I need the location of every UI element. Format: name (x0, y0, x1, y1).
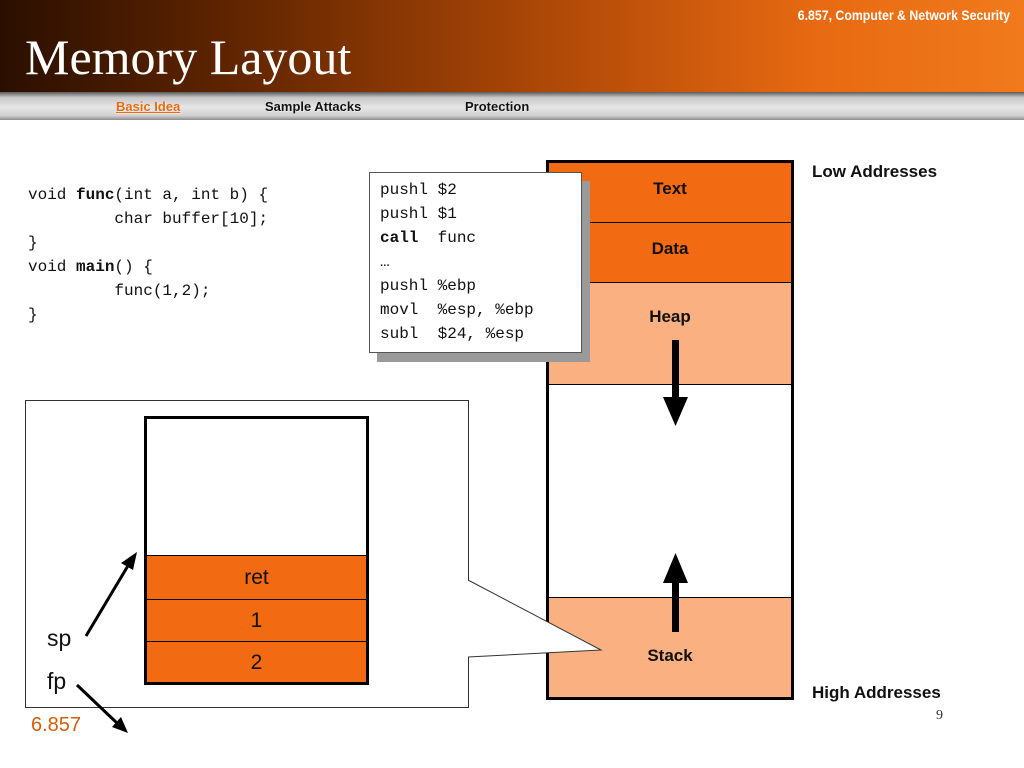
asm-line: subl $24, %esp (380, 325, 525, 343)
course-title: 6.857, Computer & Network Security (797, 7, 1010, 23)
code-line: void main() { (28, 258, 153, 276)
slide-title: Memory Layout (25, 29, 352, 85)
low-addresses-label: Low Addresses (812, 162, 938, 181)
header-bar: 6.857, Computer & Network Security Memor… (0, 0, 1024, 92)
asm-line: pushl $2 (380, 181, 457, 199)
nav-item-sample-attacks[interactable]: Sample Attacks (265, 99, 362, 114)
code-line: } (28, 306, 38, 324)
code-line: } (28, 234, 38, 252)
sp-arrow-icon (84, 552, 137, 637)
code-line: void func(int a, int b) { (28, 186, 269, 204)
nav-item-basic-idea[interactable]: Basic Idea (116, 99, 181, 114)
page-number: 9 (936, 708, 943, 723)
asm-line: movl %esp, %ebp (380, 301, 534, 319)
code-keyword: main (76, 258, 115, 276)
asm-line: call func (380, 229, 477, 247)
stack-cell-ret: ret (147, 555, 366, 599)
nav-item-protection[interactable]: Protection (465, 99, 530, 114)
stack-cell-arg1: 1 (147, 599, 366, 641)
heap-growth-arrow-icon (663, 340, 688, 426)
asm-line: pushl %ebp (380, 277, 477, 295)
asm-keyword: call (380, 229, 419, 247)
callout-pointer (467, 579, 603, 658)
nav-bar: Basic Idea Sample Attacks Protection (0, 92, 1024, 120)
high-addresses-label: High Addresses (812, 683, 941, 702)
code-line: func(1,2); (28, 282, 211, 300)
c-code-block: void func(int a, int b) { char buffer[10… (28, 183, 268, 327)
footer-course-number: 6.857 (31, 714, 82, 736)
fp-label: fp (47, 668, 67, 694)
stack-frame: ret 1 2 (144, 416, 369, 685)
fp-arrow-icon (75, 683, 128, 733)
asm-line: … (380, 253, 390, 271)
asm-line: pushl $1 (380, 205, 457, 223)
code-line: char buffer[10]; (28, 210, 269, 228)
stack-growth-arrow-icon (663, 553, 688, 632)
stack-cell-arg2: 2 (147, 641, 366, 682)
callout-pointer-fill (468, 580, 601, 657)
assembly-box: pushl $2 pushl $1 call func … pushl %ebp movl… (369, 172, 582, 353)
sp-label: sp (47, 625, 72, 651)
code-keyword: func (76, 186, 115, 204)
